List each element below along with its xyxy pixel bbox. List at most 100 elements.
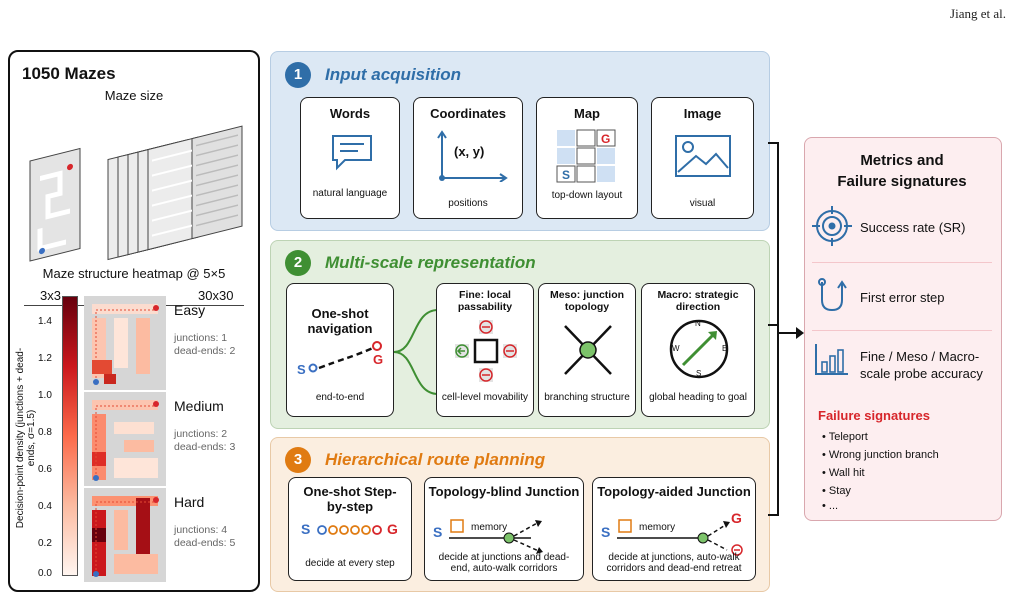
topology-blind-title: Topology-blind Junction bbox=[428, 484, 580, 499]
heatmap-easy bbox=[84, 296, 166, 390]
metrics-panel bbox=[804, 137, 1002, 521]
flow-connector bbox=[768, 142, 804, 516]
blind-memory-label: memory bbox=[471, 522, 508, 533]
hard-junctions: junctions: 4 bbox=[174, 524, 228, 536]
failure-item: • Stay bbox=[822, 485, 851, 497]
colorbar-tick: 1.0 bbox=[38, 390, 52, 401]
level-medium-label: Medium bbox=[174, 398, 224, 414]
path-route-icon bbox=[818, 278, 847, 312]
step-goal-label: G bbox=[387, 521, 398, 537]
words-desc: natural language bbox=[312, 188, 388, 199]
words-card: Words natural language bbox=[300, 97, 400, 219]
failure-item: • Wall hit bbox=[822, 467, 865, 479]
size-large-label: 30x30 bbox=[198, 288, 234, 303]
author-label: Jiang et al. bbox=[950, 6, 1006, 21]
failure-item: • ... bbox=[822, 500, 839, 512]
maze-size-illustration bbox=[29, 125, 243, 262]
macro-card: Macro: strategic direction N S E W globa… bbox=[641, 283, 755, 417]
topology-aided-title: Topology-aided Junction bbox=[597, 484, 751, 499]
input-acquisition-title: Input acquisition bbox=[325, 65, 461, 84]
map-card: Map G S top-down layout bbox=[536, 97, 638, 219]
metric-first-error-step: First error step bbox=[860, 290, 945, 305]
medium-deadends: dead-ends: 3 bbox=[174, 441, 236, 453]
colorbar-tick: 1.2 bbox=[38, 353, 52, 364]
step-by-step-card: One-shot Step-by-step S G decide at ever… bbox=[288, 477, 412, 581]
hard-deadends: dead-ends: 5 bbox=[174, 537, 236, 549]
medium-junctions: junctions: 2 bbox=[174, 428, 228, 440]
path-trace-icon bbox=[308, 341, 382, 373]
aided-start-label: S bbox=[601, 524, 611, 540]
compass-icon bbox=[669, 319, 729, 379]
failure-signatures-title: Failure signatures bbox=[818, 408, 930, 423]
step-3-badge: 3 bbox=[285, 447, 311, 473]
compass-east: E bbox=[722, 344, 728, 353]
step-by-step-title: One-shot Step-by-step bbox=[303, 484, 397, 514]
target-icon bbox=[812, 206, 852, 246]
size-ellipsis-label: ... bbox=[116, 288, 127, 303]
step-2-badge: 2 bbox=[285, 250, 311, 276]
image-desc: visual bbox=[689, 198, 716, 209]
blind-junction-icon bbox=[449, 519, 543, 554]
coordinates-desc: positions bbox=[448, 198, 488, 209]
one-shot-navigation-card: One-shot navigation S G end-to-end bbox=[286, 283, 394, 417]
maze-dataset-panel: 1050 Mazes Maze size 3x3 ... 30x30 Maze … bbox=[8, 50, 260, 592]
step-start-label: S bbox=[301, 521, 311, 537]
macro-desc: global heading to goal bbox=[649, 392, 747, 403]
heatmap-hard bbox=[84, 488, 166, 582]
multiscale-title: Multi-scale representation bbox=[325, 253, 536, 272]
fine-desc: cell-level movability bbox=[441, 392, 529, 403]
maze-size-label: Maze size bbox=[104, 88, 164, 103]
map-goal-label: G bbox=[601, 132, 611, 146]
blind-start-label: S bbox=[433, 524, 443, 540]
grid-map-icon bbox=[556, 129, 616, 183]
step-by-step-desc: decide at every step bbox=[305, 558, 395, 569]
meso-title: Meso: junction topology bbox=[549, 289, 625, 313]
image-title: Image bbox=[683, 106, 722, 121]
failure-item: • Wrong junction branch bbox=[822, 449, 939, 461]
metrics-title: Metrics and Failure signatures bbox=[837, 152, 967, 190]
topology-blind-card: Topology-blind Junction S memory decide … bbox=[424, 477, 584, 581]
coordinate-formula: (x, y) bbox=[454, 144, 485, 159]
axes-icon bbox=[437, 130, 508, 182]
colorbar-tick: 0.6 bbox=[38, 464, 52, 475]
dataset-title: 1050 Mazes bbox=[22, 64, 116, 83]
one-shot-navigation-title: One-shot navigation bbox=[307, 306, 373, 336]
passability-icon bbox=[455, 320, 517, 382]
metric-divider bbox=[812, 330, 992, 331]
map-start-label: S bbox=[562, 168, 571, 182]
meso-desc: branching structure bbox=[544, 392, 630, 403]
words-title: Words bbox=[329, 106, 371, 121]
coordinates-title: Coordinates bbox=[430, 106, 506, 121]
fine-title: Fine: local passability bbox=[457, 289, 513, 313]
nav-start-label: S bbox=[297, 362, 306, 377]
metric-probe-accuracy: Fine / Meso / Macro-scale probe accuracy bbox=[860, 349, 983, 381]
colorbar-tick: 0.8 bbox=[38, 427, 52, 438]
level-easy-label: Easy bbox=[174, 302, 206, 318]
speech-bubble-icon bbox=[332, 135, 372, 171]
step-1-badge: 1 bbox=[285, 62, 311, 88]
bar-chart-icon bbox=[815, 344, 848, 375]
step-chain-icon bbox=[317, 525, 382, 535]
level-hard-label: Hard bbox=[174, 494, 205, 510]
easy-junctions: junctions: 1 bbox=[174, 332, 228, 344]
colorbar-tick: 0.4 bbox=[38, 501, 52, 512]
density-colorbar bbox=[62, 296, 78, 576]
heatmap-medium bbox=[84, 392, 166, 486]
coordinates-card: Coordinates (x, y) positions bbox=[413, 97, 523, 219]
map-desc: top-down layout bbox=[551, 190, 623, 201]
colorbar-axis-label: Decision-point density (junctions + dead… bbox=[15, 347, 37, 529]
topology-aided-card: Topology-aided Junction S G memory decid… bbox=[592, 477, 756, 581]
compass-west: W bbox=[672, 344, 680, 353]
route-planning-title: Hierarchical route planning bbox=[325, 450, 546, 469]
macro-title: Macro: strategic direction bbox=[657, 289, 739, 313]
junction-topology-icon bbox=[564, 325, 612, 375]
easy-deadends: dead-ends: 2 bbox=[174, 345, 236, 357]
topology-aided-desc: decide at junctions, auto-walk corridors… bbox=[606, 552, 742, 574]
aided-memory-label: memory bbox=[639, 522, 676, 533]
map-title: Map bbox=[574, 106, 600, 121]
one-shot-navigation-desc: end-to-end bbox=[315, 392, 365, 403]
nav-goal-label: G bbox=[373, 352, 384, 367]
fine-card: Fine: local passability cell-level movab… bbox=[436, 283, 534, 417]
image-icon bbox=[675, 135, 731, 177]
aided-goal-label: G bbox=[731, 510, 742, 526]
